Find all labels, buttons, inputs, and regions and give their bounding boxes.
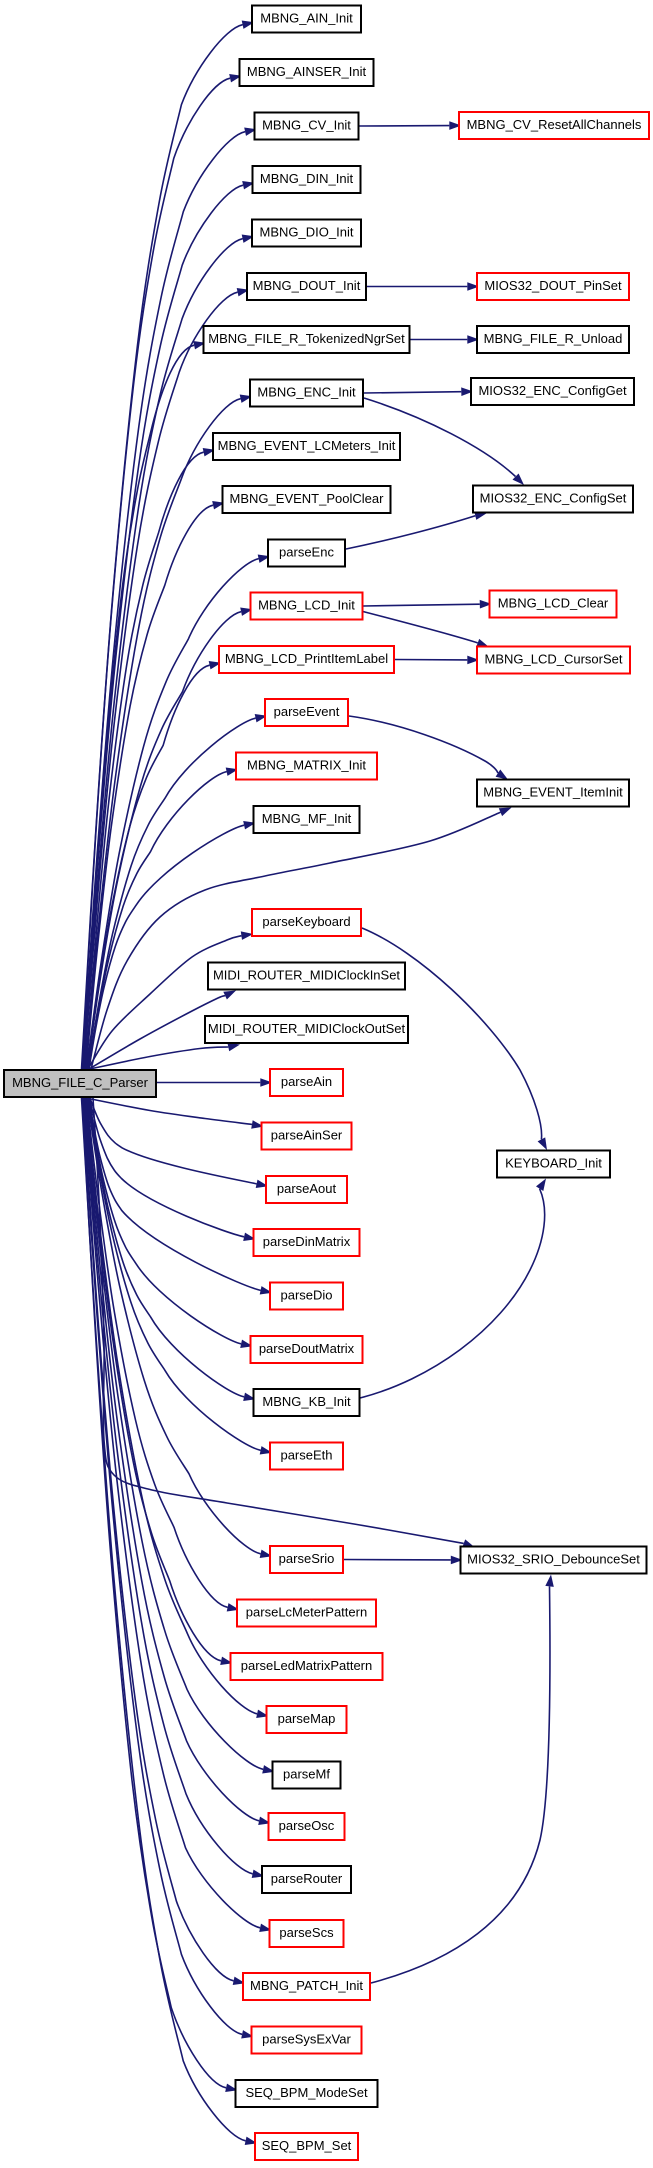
svg-text:KEYBOARD_Init: KEYBOARD_Init <box>505 1156 602 1171</box>
svg-text:MBNG_MF_Init: MBNG_MF_Init <box>262 811 352 826</box>
svg-text:parseEvent: parseEvent <box>274 704 340 719</box>
svg-text:MIOS32_DOUT_PinSet: MIOS32_DOUT_PinSet <box>484 278 622 293</box>
svg-text:MBNG_DIN_Init: MBNG_DIN_Init <box>260 171 354 186</box>
svg-text:MBNG_KB_Init: MBNG_KB_Init <box>262 1394 351 1409</box>
svg-text:MBNG_AINSER_Init: MBNG_AINSER_Init <box>247 64 367 79</box>
svg-text:MIOS32_ENC_ConfigSet: MIOS32_ENC_ConfigSet <box>480 491 627 506</box>
svg-text:parseDinMatrix: parseDinMatrix <box>263 1234 351 1249</box>
svg-text:parseAinSer: parseAinSer <box>271 1128 343 1143</box>
svg-text:parseSysExVar: parseSysExVar <box>262 2032 351 2047</box>
svg-text:MBNG_DIO_Init: MBNG_DIO_Init <box>260 225 354 240</box>
svg-text:MBNG_PATCH_Init: MBNG_PATCH_Init <box>250 1978 363 1993</box>
svg-text:MBNG_LCD_Init: MBNG_LCD_Init <box>258 598 355 613</box>
svg-text:parseOsc: parseOsc <box>279 1818 335 1833</box>
svg-text:parseEnc: parseEnc <box>279 545 334 560</box>
svg-text:MBNG_FILE_C_Parser: MBNG_FILE_C_Parser <box>12 1075 148 1090</box>
svg-text:MBNG_LCD_CursorSet: MBNG_LCD_CursorSet <box>485 652 623 667</box>
svg-text:MIDI_ROUTER_MIDIClockInSet: MIDI_ROUTER_MIDIClockInSet <box>213 968 400 983</box>
svg-text:parseRouter: parseRouter <box>271 1871 343 1886</box>
svg-text:parseLedMatrixPattern: parseLedMatrixPattern <box>241 1658 373 1673</box>
svg-text:MIDI_ROUTER_MIDIClockOutSet: MIDI_ROUTER_MIDIClockOutSet <box>208 1021 406 1036</box>
svg-text:parseMap: parseMap <box>278 1711 336 1726</box>
svg-text:MBNG_FILE_R_Unload: MBNG_FILE_R_Unload <box>484 331 623 346</box>
svg-text:MBNG_LCD_PrintItemLabel: MBNG_LCD_PrintItemLabel <box>225 651 388 666</box>
svg-text:SEQ_BPM_ModeSet: SEQ_BPM_ModeSet <box>245 2085 368 2100</box>
svg-text:SEQ_BPM_Set: SEQ_BPM_Set <box>262 2138 352 2153</box>
svg-text:MBNG_CV_Init: MBNG_CV_Init <box>262 118 351 133</box>
svg-text:MBNG_EVENT_PoolClear: MBNG_EVENT_PoolClear <box>230 491 385 506</box>
svg-text:MBNG_MATRIX_Init: MBNG_MATRIX_Init <box>247 758 366 773</box>
svg-text:MBNG_DOUT_Init: MBNG_DOUT_Init <box>253 278 361 293</box>
svg-text:parseDoutMatrix: parseDoutMatrix <box>259 1341 355 1356</box>
svg-text:MBNG_LCD_Clear: MBNG_LCD_Clear <box>498 596 609 611</box>
svg-text:MIOS32_ENC_ConfigGet: MIOS32_ENC_ConfigGet <box>478 383 627 398</box>
svg-text:MBNG_CV_ResetAllChannels: MBNG_CV_ResetAllChannels <box>467 117 642 132</box>
svg-text:MBNG_FILE_R_TokenizedNgrSet: MBNG_FILE_R_TokenizedNgrSet <box>208 331 405 346</box>
svg-text:MBNG_EVENT_LCMeters_Init: MBNG_EVENT_LCMeters_Init <box>218 438 396 453</box>
svg-text:parseAout: parseAout <box>277 1181 337 1196</box>
svg-text:parseKeyboard: parseKeyboard <box>262 914 350 929</box>
svg-text:MBNG_EVENT_ItemInit: MBNG_EVENT_ItemInit <box>483 785 623 800</box>
svg-text:MBNG_AIN_Init: MBNG_AIN_Init <box>260 11 353 26</box>
svg-text:parseScs: parseScs <box>279 1925 334 1940</box>
svg-text:parseMf: parseMf <box>283 1767 330 1782</box>
svg-text:MBNG_ENC_Init: MBNG_ENC_Init <box>257 385 356 400</box>
svg-text:parseEth: parseEth <box>280 1448 332 1463</box>
svg-text:MIOS32_SRIO_DebounceSet: MIOS32_SRIO_DebounceSet <box>467 1552 640 1567</box>
svg-text:parseDio: parseDio <box>280 1288 332 1303</box>
svg-text:parseLcMeterPattern: parseLcMeterPattern <box>246 1605 367 1620</box>
svg-text:parseAin: parseAin <box>281 1074 332 1089</box>
svg-text:parseSrio: parseSrio <box>279 1551 335 1566</box>
